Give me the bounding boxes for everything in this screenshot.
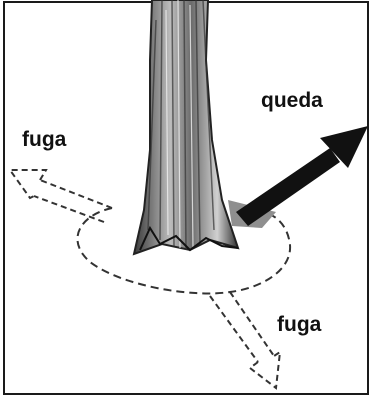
escape-route-right-arrow [210, 292, 280, 388]
escape-left-label: fuga [22, 128, 67, 151]
fall-label: queda [261, 89, 323, 112]
fall-direction-arrow [236, 126, 368, 226]
escape-right-label: fuga [277, 313, 322, 336]
tree-trunk [134, 0, 238, 254]
